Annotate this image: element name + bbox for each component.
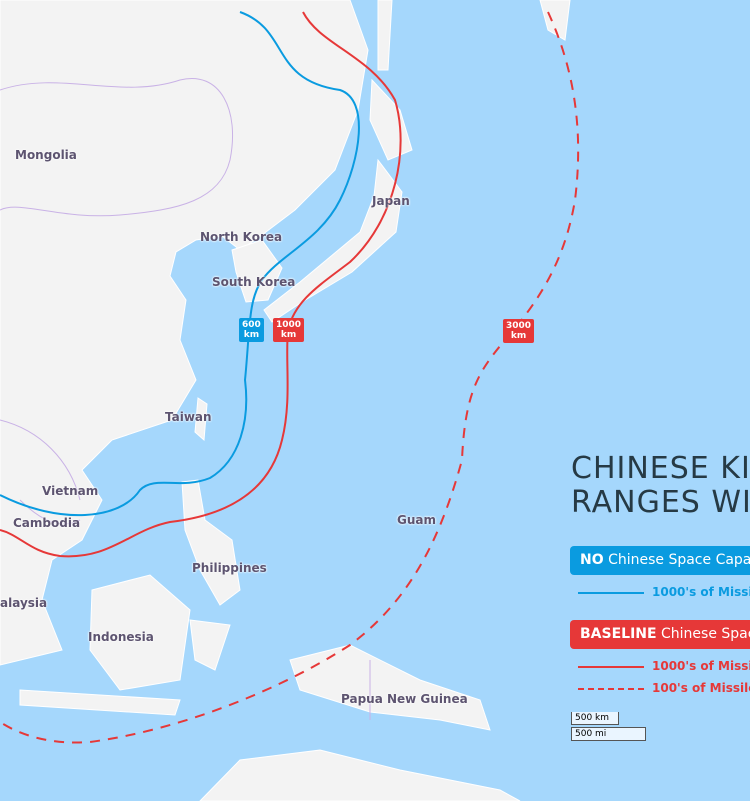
java: [19, 689, 181, 716]
legend-no-space-header: NO Chinese Space Capabil: [570, 546, 750, 575]
scale-bar-km: 500 km: [571, 712, 619, 725]
range-1000km-red: [0, 11, 402, 558]
label-mongolia: Mongolia: [15, 148, 77, 162]
label-south-korea: South Korea: [212, 275, 296, 289]
borneo: [89, 574, 191, 691]
japan-honshu: [263, 158, 403, 323]
label-vietnam: Vietnam: [42, 484, 99, 498]
australia: [199, 749, 521, 801]
papua-new-guinea: [289, 644, 491, 731]
sulawesi: [189, 619, 231, 671]
legend-baseline-header: BASELINE Chinese Space C: [570, 620, 750, 649]
range-3000km-red-dashed: [0, 11, 580, 744]
taiwan: [194, 397, 208, 442]
sakhalin: [377, 0, 393, 71]
kamchatka: [539, 0, 571, 41]
label-malaysia: alaysia: [0, 596, 48, 610]
label-cambodia: Cambodia: [13, 516, 81, 530]
scale-bar-mi: 500 mi: [571, 727, 646, 741]
label-indonesia: Indonesia: [88, 630, 154, 644]
label-philippines: Philippines: [192, 561, 267, 575]
korea: [231, 239, 283, 303]
legend-item-red-solid: 1000's of Missile: [578, 659, 750, 673]
label-taiwan: Taiwan: [165, 410, 212, 424]
legend-item-red-dashed: 100's of Missiles: [578, 681, 750, 695]
label-guam: Guam: [397, 513, 436, 527]
label-japan: Japan: [372, 194, 410, 208]
range-600km-blue: [0, 11, 360, 517]
legend-item-blue-solid: 1000's of Missile: [578, 585, 750, 599]
country-border: [0, 78, 234, 217]
label-north-korea: North Korea: [200, 230, 283, 244]
label-papua-new-guinea: Papua New Guinea: [341, 692, 468, 706]
asia-mainland: [0, 0, 369, 666]
philippines: [181, 479, 241, 606]
